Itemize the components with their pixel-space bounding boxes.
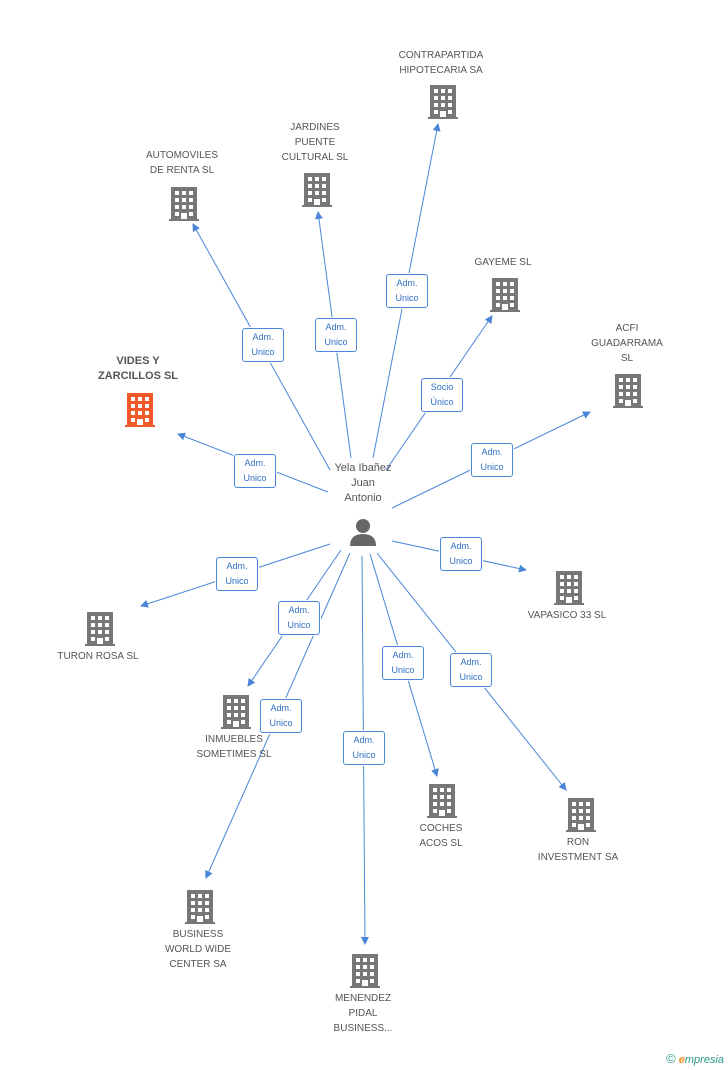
company-label-gayeme[interactable]: GAYEME SL: [474, 257, 532, 268]
company-label-vides[interactable]: VIDES Y ZARCILLOS SL: [97, 355, 179, 382]
role-badge-menendez: Adm. Unico: [343, 731, 385, 765]
role-badge-gayeme: Socio Único: [421, 378, 463, 412]
role-badge-inmuebles: Adm. Unico: [278, 601, 320, 635]
person-icon: [350, 519, 376, 546]
building-icon[interactable]: [490, 278, 520, 312]
company-label-inmuebles[interactable]: INMUEBLES SOMETIMES SL: [196, 734, 272, 760]
company-label-jardines[interactable]: JARDINES PUENTE CULTURAL SL: [281, 122, 349, 163]
company-label-vapasico[interactable]: VAPASICO 33 SL: [527, 610, 607, 621]
building-icon[interactable]: [85, 612, 115, 646]
building-icon[interactable]: [566, 798, 596, 832]
company-label-contrapartida[interactable]: CONTRAPARTIDA HIPOTECARIA SA: [398, 50, 484, 76]
center-person-name[interactable]: Yela Ibañez Juan Antonio: [334, 462, 392, 504]
building-icon[interactable]: [125, 393, 155, 427]
building-icon[interactable]: [221, 695, 251, 729]
role-badge-contrapartida: Adm. Unico: [386, 274, 428, 308]
company-label-coches[interactable]: COCHES ACOS SL: [419, 823, 463, 849]
building-icon[interactable]: [185, 890, 215, 924]
role-badge-jardines: Adm. Unico: [315, 318, 357, 352]
company-label-acfi[interactable]: ACFI GUADARRAMA SL: [591, 323, 663, 364]
role-badge-vapasico: Adm. Unico: [440, 537, 482, 571]
role-badge-acfi: Adm. Unico: [471, 443, 513, 477]
building-icon[interactable]: [169, 187, 199, 221]
role-badge-vides: Adm. Unico: [234, 454, 276, 488]
company-label-menendez[interactable]: MENENDEZ PIDAL BUSINESS...: [333, 993, 393, 1034]
role-badge-turon: Adm. Unico: [216, 557, 258, 591]
company-label-ron[interactable]: RON INVESTMENT SA: [537, 837, 619, 863]
building-icon[interactable]: [427, 784, 457, 818]
building-icon[interactable]: [613, 374, 643, 408]
building-icon[interactable]: [302, 173, 332, 207]
company-label-business[interactable]: BUSINESS WORLD WIDE CENTER SA: [164, 929, 232, 970]
building-icon[interactable]: [554, 571, 584, 605]
building-icon[interactable]: [428, 85, 458, 119]
brand-logo-text: mpresia: [684, 1054, 724, 1066]
footer-brand: © empresia: [666, 1051, 724, 1066]
role-badge-automoviles: Adm. Unico: [242, 328, 284, 362]
role-badge-coches: Adm. Unico: [382, 646, 424, 680]
copyright-icon: ©: [666, 1051, 676, 1066]
building-icon[interactable]: [350, 954, 380, 988]
company-label-automoviles[interactable]: AUTOMOVILES DE RENTA SL: [145, 150, 219, 176]
brand-logo-e: e: [678, 1054, 685, 1066]
role-badge-ron: Adm. Unico: [450, 653, 492, 687]
company-label-turon[interactable]: TURON ROSA SL: [57, 651, 139, 662]
role-badge-business: Adm. Unico: [260, 699, 302, 733]
